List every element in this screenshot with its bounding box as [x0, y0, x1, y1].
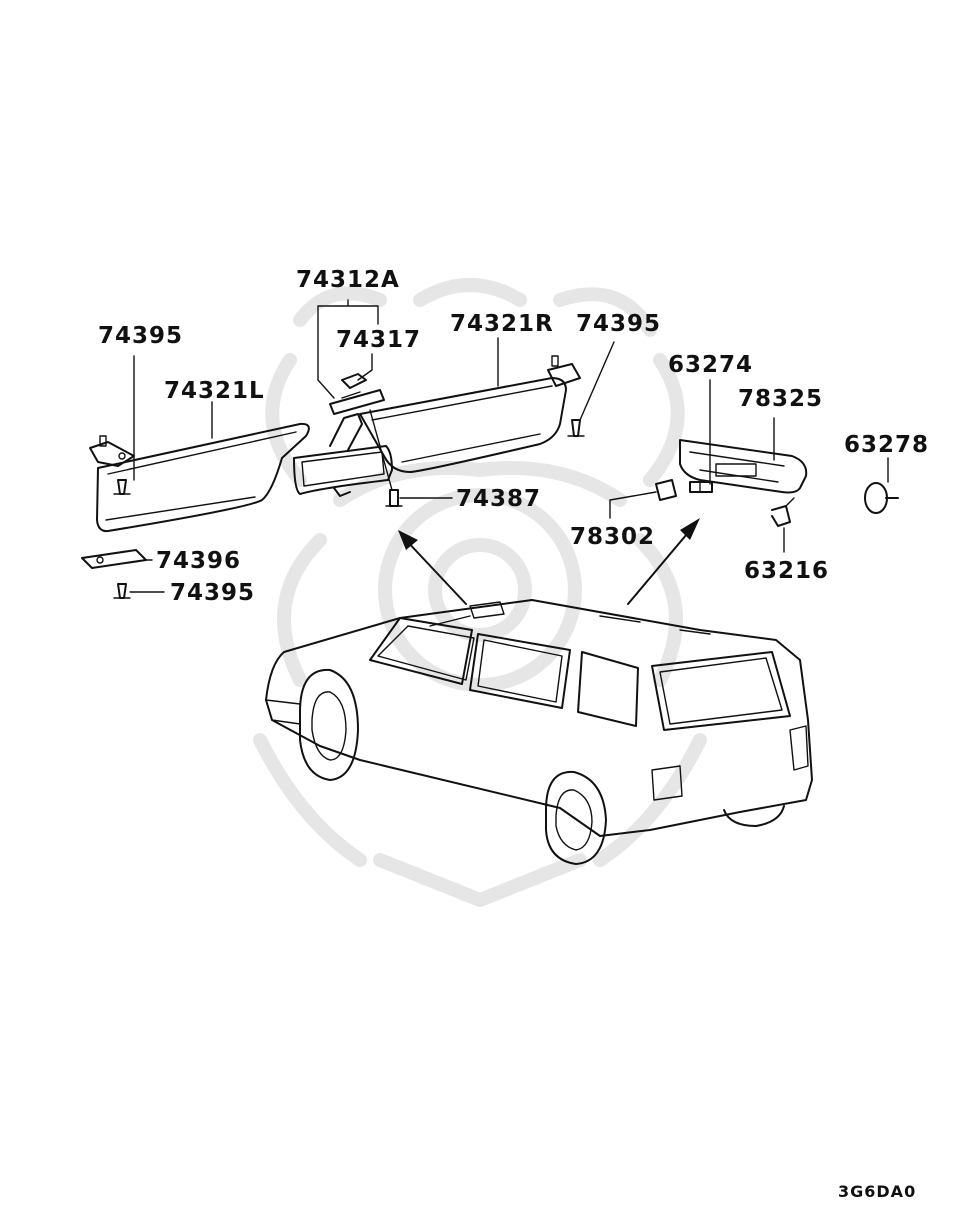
left-sun-visor	[96, 422, 310, 533]
label-74321L: 74321L	[164, 378, 265, 404]
watermark-emblem	[253, 278, 707, 907]
label-74395-right: 74395	[576, 311, 661, 337]
label-74395-left: 74395	[98, 323, 183, 349]
right-sun-visor	[359, 377, 567, 473]
label-63274: 63274	[668, 352, 753, 378]
assist-grip-78325	[679, 439, 808, 494]
holder-screw-74395	[113, 583, 131, 599]
grip-bracket-63216	[771, 497, 795, 527]
diagram-code: 3G6DA0	[838, 1182, 916, 1201]
station-wagon-vehicle	[265, 599, 813, 865]
mirror-stay	[329, 389, 385, 451]
grip-screw-63274	[689, 481, 713, 493]
right-visor-hinge-bracket	[547, 355, 581, 387]
label-63216: 63216	[744, 558, 829, 584]
leader-lines	[129, 299, 889, 593]
label-74321R: 74321R	[450, 311, 554, 337]
label-74395-bottom: 74395	[170, 580, 255, 606]
label-78302: 78302	[570, 524, 655, 550]
label-74312A: 74312A	[296, 267, 400, 293]
left-visor-screw	[113, 479, 131, 495]
label-74317: 74317	[336, 327, 421, 353]
label-74396: 74396	[156, 548, 241, 574]
visor-holder-74396	[81, 549, 147, 569]
left-visor-hinge-bracket	[89, 435, 135, 467]
grip-cap-78302	[655, 479, 677, 501]
label-63278: 63278	[844, 432, 929, 458]
label-78325: 78325	[738, 386, 823, 412]
clip-63278	[864, 482, 899, 514]
label-74387: 74387	[456, 486, 541, 512]
rear-view-mirror	[293, 445, 393, 497]
arrow-to-grip	[627, 518, 700, 605]
right-visor-screw	[567, 419, 585, 437]
mirror-cover-74317	[341, 373, 367, 389]
arrow-to-mirror	[398, 530, 467, 605]
